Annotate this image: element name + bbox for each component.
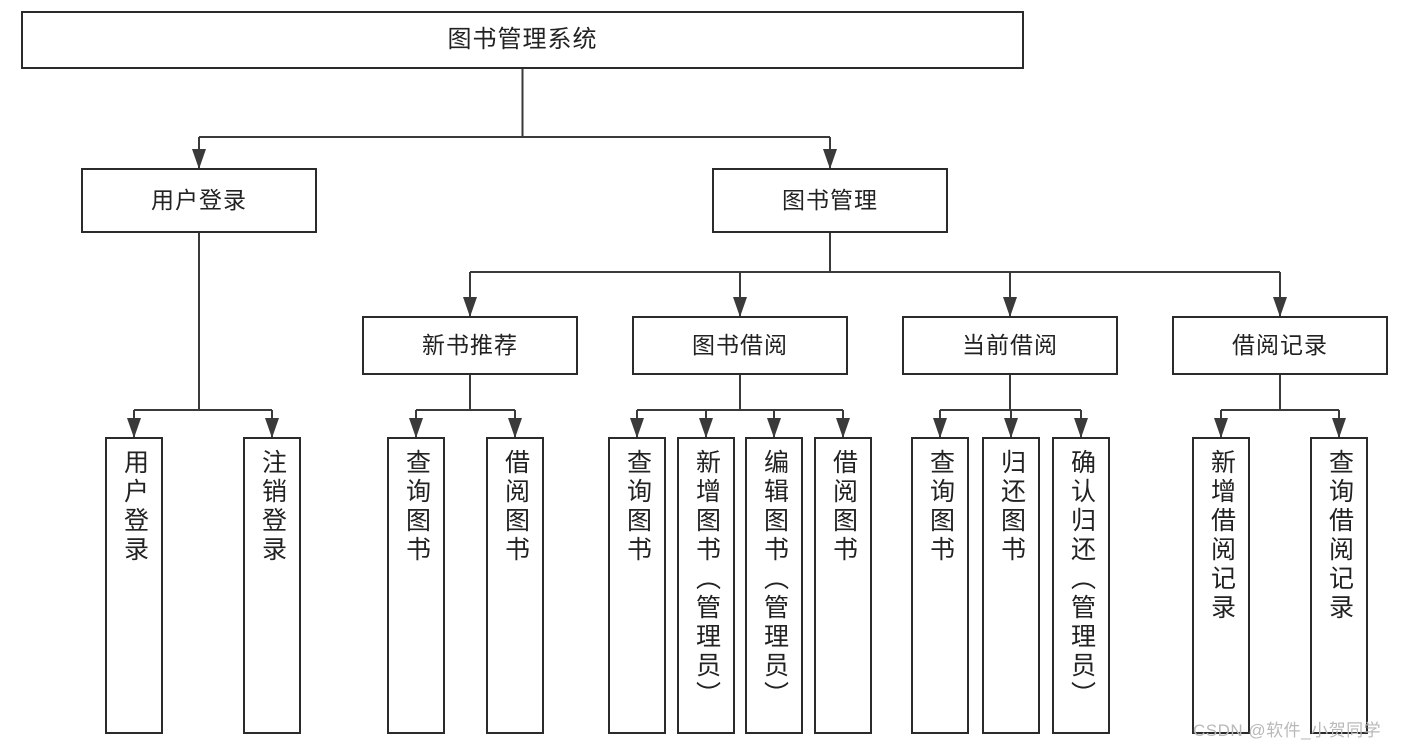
- node-borrow[interactable]: 图书借阅: [632, 316, 848, 375]
- arrowhead-icon-6-1: [1332, 418, 1346, 438]
- arrowhead-icon-5-2: [1074, 418, 1088, 438]
- node-leaf-borrow-2[interactable]: 新增图书（管理员）: [677, 437, 735, 734]
- node-leaf-cur-3[interactable]: 确认归还（管理员）: [1052, 437, 1110, 734]
- node-label-leaf-rec-2: 查询借阅记录: [1325, 449, 1354, 623]
- arrowhead-icon-4-0: [630, 418, 644, 438]
- node-label-leaf-cur-1: 查询图书: [926, 449, 955, 565]
- node-label-leaf-login-1: 用户登录: [120, 449, 149, 565]
- node-label-leaf-login-2: 注销登录: [258, 449, 287, 565]
- arrowhead-icon-1-3: [1273, 297, 1287, 317]
- node-leaf-borrow-1[interactable]: 查询图书: [608, 437, 666, 734]
- arrowhead-icon-3-0: [409, 418, 423, 438]
- node-leaf-rec-1[interactable]: 新增借阅记录: [1192, 437, 1250, 734]
- node-label-root: 图书管理系统: [447, 25, 598, 53]
- node-label-newbook: 新书推荐: [422, 331, 518, 358]
- node-current[interactable]: 当前借阅: [902, 316, 1118, 375]
- node-label-leaf-new-2: 借阅图书: [501, 449, 530, 565]
- node-leaf-rec-2[interactable]: 查询借阅记录: [1310, 437, 1368, 734]
- node-label-current: 当前借阅: [962, 331, 1058, 358]
- arrowhead-icon-4-1: [699, 418, 713, 438]
- arrowhead-icon-0-0: [192, 149, 206, 169]
- node-label-leaf-new-1: 查询图书: [402, 449, 431, 565]
- node-leaf-login-1[interactable]: 用户登录: [105, 437, 163, 734]
- node-label-bookmgmt: 图书管理: [782, 186, 878, 213]
- node-label-leaf-borrow-4: 借阅图书: [829, 449, 858, 565]
- node-leaf-borrow-4[interactable]: 借阅图书: [814, 437, 872, 734]
- node-leaf-cur-1[interactable]: 查询图书: [911, 437, 969, 734]
- node-leaf-cur-2[interactable]: 归还图书: [982, 437, 1040, 734]
- node-label-leaf-cur-3: 确认归还（管理员）: [1067, 449, 1096, 710]
- arrowhead-icon-1-2: [1003, 297, 1017, 317]
- arrowhead-icon-4-3: [836, 418, 850, 438]
- arrowhead-icon-6-0: [1214, 418, 1228, 438]
- arrowhead-icon-1-0: [463, 297, 477, 317]
- node-leaf-new-1[interactable]: 查询图书: [387, 437, 445, 734]
- node-label-leaf-borrow-3: 编辑图书（管理员）: [760, 449, 789, 710]
- node-label-leaf-borrow-1: 查询图书: [623, 449, 652, 565]
- node-leaf-new-2[interactable]: 借阅图书: [486, 437, 544, 734]
- arrowhead-icon-2-1: [265, 418, 279, 438]
- node-newbook[interactable]: 新书推荐: [362, 316, 578, 375]
- arrowhead-icon-4-2: [767, 418, 781, 438]
- node-label-leaf-rec-1: 新增借阅记录: [1207, 449, 1236, 623]
- node-label-records: 借阅记录: [1232, 331, 1328, 358]
- node-label-leaf-cur-2: 归还图书: [997, 449, 1026, 565]
- arrowhead-icon-1-1: [733, 297, 747, 317]
- node-label-login: 用户登录: [151, 186, 247, 213]
- watermark-label: CSDN @软件_小贺同学: [1193, 721, 1382, 740]
- arrowhead-icon-2-0: [127, 418, 141, 438]
- arrowhead-icon-0-1: [823, 149, 837, 169]
- node-leaf-borrow-3[interactable]: 编辑图书（管理员）: [745, 437, 803, 734]
- node-records[interactable]: 借阅记录: [1172, 316, 1388, 375]
- node-root[interactable]: 图书管理系统: [21, 11, 1024, 69]
- arrowhead-icon-5-0: [933, 418, 947, 438]
- arrowhead-icon-3-1: [508, 418, 522, 438]
- node-bookmgmt[interactable]: 图书管理: [712, 168, 948, 233]
- arrowhead-icon-5-1: [1004, 418, 1018, 438]
- node-leaf-login-2[interactable]: 注销登录: [243, 437, 301, 734]
- node-label-leaf-borrow-2: 新增图书（管理员）: [692, 449, 721, 710]
- node-label-borrow: 图书借阅: [692, 331, 788, 358]
- node-login[interactable]: 用户登录: [81, 168, 317, 233]
